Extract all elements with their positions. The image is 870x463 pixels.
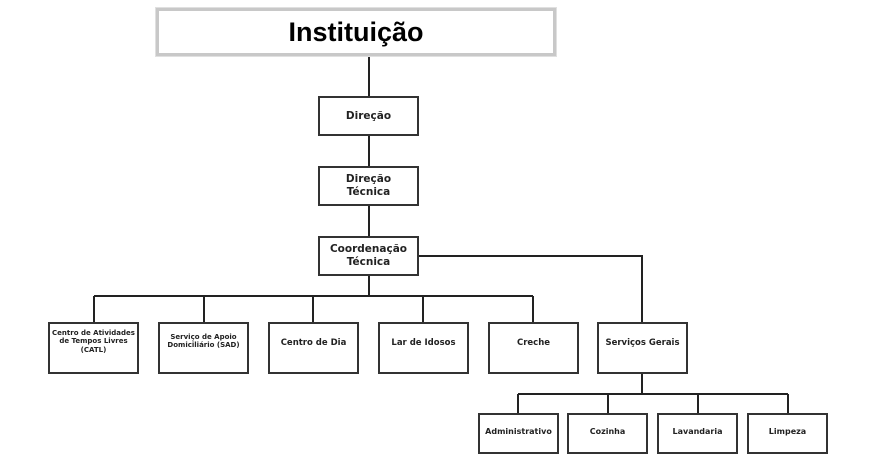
node-instituicao: Instituição <box>156 8 556 56</box>
node-limpeza: Limpeza <box>747 413 828 454</box>
node-label: Cozinha <box>589 427 626 436</box>
node-creche: Creche <box>488 322 579 374</box>
node-label: Centro de Dia <box>280 338 347 348</box>
connector-coordenacao-servicos-gerais <box>418 255 643 322</box>
node-label: Direção <box>345 109 392 122</box>
node-label: Serviços Gerais <box>605 338 680 348</box>
node-coordenacao-tecnica: Coordenação Técnica <box>318 236 419 276</box>
node-cozinha: Cozinha <box>567 413 648 454</box>
node-direcao-tecnica: Direção Técnica <box>318 166 419 206</box>
node-label: Instituição <box>288 16 424 47</box>
node-label: Centro de Atividades de Tempos Livres (C… <box>52 329 135 354</box>
node-sad: Serviço de Apoio Domiciliário (SAD) <box>158 322 249 374</box>
node-direcao: Direção <box>318 96 419 136</box>
node-label: Creche <box>516 338 551 348</box>
node-catl: Centro de Atividades de Tempos Livres (C… <box>48 322 139 374</box>
node-lavandaria: Lavandaria <box>657 413 738 454</box>
node-label: Coordenação Técnica <box>329 243 408 268</box>
node-label: Limpeza <box>768 427 807 436</box>
node-servicos-gerais: Serviços Gerais <box>597 322 688 374</box>
node-administrativo: Administrativo <box>478 413 559 454</box>
node-label: Administrativo <box>485 427 552 436</box>
node-label: Direção Técnica <box>345 173 392 198</box>
node-label: Lar de Idosos <box>391 338 456 348</box>
node-label: Lavandaria <box>672 427 723 436</box>
node-lar-de-idosos: Lar de Idosos <box>378 322 469 374</box>
node-centro-de-dia: Centro de Dia <box>268 322 359 374</box>
node-label: Serviço de Apoio Domiciliário (SAD) <box>167 333 240 350</box>
